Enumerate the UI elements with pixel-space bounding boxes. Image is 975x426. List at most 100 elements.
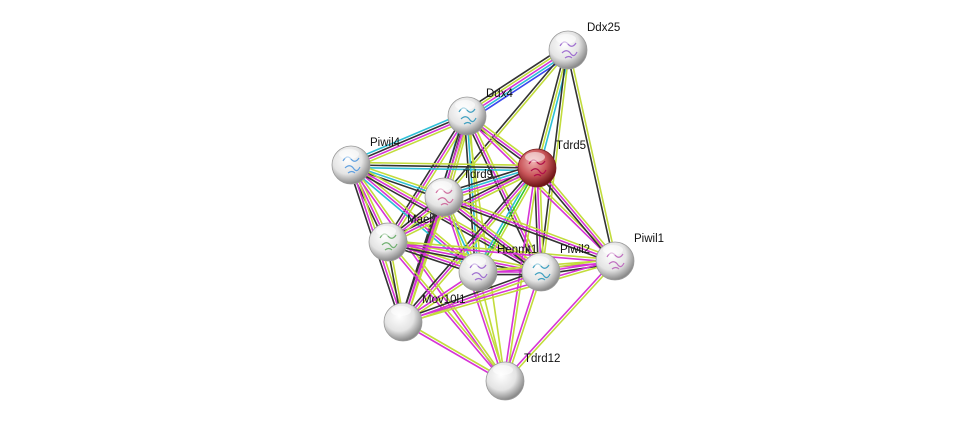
bubble-highlight [455,100,475,110]
evidence-line-coexpression [463,44,566,113]
bubble-highlight [432,181,452,191]
evidence-line-coexpression [349,166,541,275]
edge-ddx25-piwil1[interactable] [565,49,618,262]
evidence-line-textmining [538,165,618,260]
node-label: Tdrd9 [463,169,493,181]
evidence-line-experiments [402,196,445,323]
node-label: Ddx4 [486,88,513,100]
evidence-line-experiments [349,165,505,383]
evidence-line-database [349,111,466,163]
node-tdrd5[interactable]: Tdrd5 [517,140,586,188]
node-label: Mael [407,214,432,226]
evidence-line-coexpression [385,114,466,242]
node-ddx4[interactable]: Ddx4 [447,88,513,136]
evidence-line-experiments [386,242,505,383]
edge-ddx25-tdrd5[interactable] [533,49,572,169]
edge-tdrd9-mov10l1[interactable] [399,195,448,324]
evidence-line-textmining [351,161,538,167]
evidence-line-textmining [468,114,545,272]
evidence-line-experiments [503,259,615,381]
node-piwil1[interactable]: Piwil1 [595,233,664,281]
node-henmt1[interactable]: Henmt1 [458,244,537,292]
edge-piwil4-tdrd5[interactable] [350,161,538,172]
evidence-line-coexpression [441,198,540,275]
evidence-line-experiments [466,49,569,117]
evidence-line-textmining [351,163,507,381]
evidence-line-coexpression [442,48,568,197]
edge-mael-piwil1[interactable] [387,239,616,264]
evidence-line-textmining [403,320,507,381]
evidence-line-database [466,115,479,273]
bubble-highlight [466,256,486,266]
node-ddx25[interactable]: Ddx25 [548,22,620,70]
edge-tdrd5-piwil1[interactable] [534,165,618,264]
evidence-line-experiments [401,322,505,383]
evidence-line-coexpression [399,195,443,322]
evidence-line-experiments [443,196,616,262]
evidence-line-experiments [387,115,468,243]
evidence-line-database [538,50,572,169]
bubble-highlight [493,365,513,375]
bubble-highlight [556,34,576,44]
evidence-line-coexpression [463,116,477,273]
evidence-line-coexpression [350,164,538,169]
evidence-line-experiments [387,242,615,264]
evidence-line-textmining [404,169,540,325]
node-label: Mov10l1 [422,294,465,306]
evidence-line-experiments [351,116,468,167]
evidence-line-coexpression [350,114,467,165]
evidence-line-database [350,166,537,172]
evidence-line-experiments [402,258,615,322]
evidence-line-database [475,166,536,272]
evidence-line-experiments [466,115,542,273]
node-label: Henmt1 [497,244,537,256]
evidence-line-textmining [403,261,616,325]
evidence-line-textmining [444,193,617,260]
node-mael[interactable]: Mael [368,214,432,262]
evidence-line-textmining [505,261,617,383]
evidence-line-textmining [444,50,570,199]
edge-tdrd5-mov10l1[interactable] [400,165,540,325]
evidence-line-experiments [402,167,538,323]
node-tdrd12[interactable]: Tdrd12 [485,353,560,401]
edge-piwil1-tdrd12[interactable] [503,259,617,383]
edge-piwil4-tdrd12[interactable] [349,163,507,383]
edge-ddx25-tdrd9[interactable] [442,48,570,199]
evidence-line-database [467,51,570,119]
node-label: Tdrd5 [556,140,586,152]
evidence-line-textmining [389,116,470,244]
bubble-highlight [391,306,411,316]
node-piwil2[interactable]: Piwil2 [521,244,590,292]
evidence-line-textmining [445,194,544,271]
edge-piwil1-mov10l1[interactable] [402,258,616,325]
edge-ddx25-ddx4[interactable] [463,44,572,122]
evidence-line-coexpression [534,169,614,264]
evidence-line-textmining [388,238,542,271]
evidence-line-textmining [536,49,569,169]
evidence-line-experiments [443,196,542,273]
edge-mov10l1-tdrd12[interactable] [401,320,507,383]
node-tdrd9[interactable]: Tdrd9 [424,169,493,217]
evidence-line-coexpression [442,198,615,265]
node-label: Piwil2 [560,244,590,256]
node-label: Ddx25 [587,22,620,34]
evidence-line-coexpression [400,165,536,321]
edge-ddx4-piwil4[interactable] [349,111,469,170]
bubble-highlight [603,245,623,255]
bubble-highlight [525,152,545,162]
evidence-line-textmining [388,239,616,261]
node-label: Piwil4 [370,137,401,149]
node-piwil4[interactable]: Piwil4 [331,137,401,185]
edge-tdrd9-piwil2[interactable] [441,194,544,275]
bubble-highlight [339,149,359,159]
edge-ddx4-mael[interactable] [385,114,470,244]
evidence-line-textmining [352,118,469,170]
node-label: Piwil1 [634,233,664,245]
bubble-highlight [376,226,396,236]
edge-tdrd9-piwil1[interactable] [442,193,617,265]
node-mov10l1[interactable]: Mov10l1 [383,294,465,342]
evidence-line-coexpression [401,268,541,321]
